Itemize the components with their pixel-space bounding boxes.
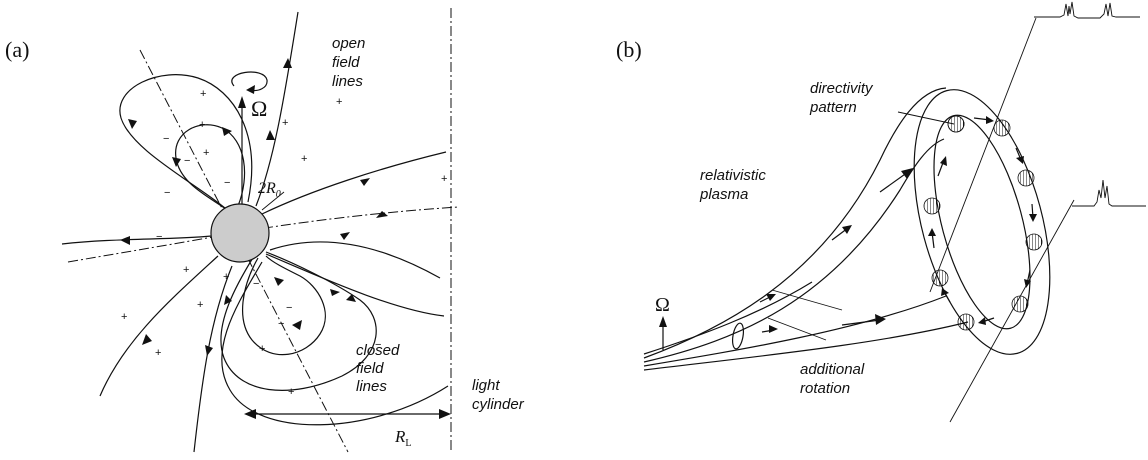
plus-sign: + bbox=[223, 271, 229, 283]
omega-a: Ω bbox=[251, 96, 267, 121]
panel-a: (a) Ω bbox=[5, 8, 525, 453]
directivity-pointer bbox=[897, 111, 955, 125]
lower-inner-loop bbox=[241, 255, 326, 356]
plus-sign: + bbox=[301, 153, 307, 165]
plasma-pointer bbox=[771, 289, 843, 311]
light-cylinder-label: light cylinder bbox=[472, 377, 525, 413]
ring-outer bbox=[913, 89, 1051, 355]
open-line-2 bbox=[261, 151, 447, 215]
minus-sign: − bbox=[286, 302, 292, 314]
directivity-pattern-label: directivity pattern bbox=[809, 80, 877, 116]
open-line-3 bbox=[269, 241, 441, 279]
ring-inner bbox=[933, 114, 1031, 330]
line-of-sight-2 bbox=[949, 199, 1075, 423]
plus-sign: + bbox=[441, 173, 447, 185]
plus-sign: + bbox=[282, 117, 288, 129]
equator-line bbox=[67, 206, 459, 263]
minus-sign: − bbox=[156, 231, 162, 243]
rl-arrow-left bbox=[244, 409, 256, 419]
open-line-5 bbox=[99, 255, 219, 397]
omega-b-arrowhead bbox=[659, 316, 667, 327]
minus-sign: − bbox=[375, 339, 381, 351]
plasma-tube bbox=[643, 87, 969, 371]
plus-sign: + bbox=[183, 264, 189, 276]
outermost-closed-loop bbox=[221, 261, 449, 426]
open-line-7 bbox=[265, 253, 445, 317]
field-arrows-a bbox=[120, 58, 388, 356]
pulse-profile-top bbox=[1034, 1, 1140, 19]
omega-b: Ω bbox=[655, 294, 670, 316]
plus-sign: + bbox=[155, 347, 161, 359]
plus-sign: + bbox=[259, 343, 265, 355]
plus-sign: + bbox=[336, 96, 342, 108]
plus-sign: + bbox=[200, 88, 206, 100]
plus-sign: + bbox=[288, 386, 294, 398]
relativistic-plasma-label: relativistic plasma bbox=[699, 167, 770, 203]
open-line-4 bbox=[61, 235, 213, 245]
upper-outer-loop bbox=[119, 74, 253, 215]
minus-sign: − bbox=[278, 318, 284, 330]
minus-sign: − bbox=[224, 177, 230, 189]
beam-spots bbox=[923, 115, 1043, 331]
line-of-sight-1 bbox=[929, 17, 1037, 293]
panel-b-label: (b) bbox=[616, 37, 642, 62]
magnetic-axis bbox=[139, 49, 349, 453]
radius-marker bbox=[261, 191, 285, 211]
plasma-flow-arrows bbox=[759, 168, 913, 333]
plus-sign: + bbox=[199, 119, 205, 131]
ring-arrows bbox=[928, 116, 1037, 325]
minus-sign: − bbox=[164, 187, 170, 199]
lower-outer-loop bbox=[220, 251, 377, 391]
pulse-profile-bottom bbox=[1072, 179, 1146, 207]
two-r0-label: 2R0 bbox=[258, 180, 281, 200]
rotation-circle-arrowhead bbox=[246, 85, 255, 94]
open-line-1 bbox=[255, 11, 299, 207]
panel-a-label: (a) bbox=[5, 37, 29, 62]
open-line-6 bbox=[193, 265, 233, 453]
minus-sign: − bbox=[163, 133, 169, 145]
closed-field-lines-label: closed field lines bbox=[356, 342, 404, 395]
plus-sign: + bbox=[121, 311, 127, 323]
additional-rotation-label: additional rotation bbox=[800, 361, 868, 397]
upper-inner-loop bbox=[175, 124, 246, 213]
additional-rotation-ellipse bbox=[731, 322, 745, 350]
minus-sign: − bbox=[184, 155, 190, 167]
panel-b: (b) Ω bbox=[616, 1, 1146, 423]
plus-sign: + bbox=[197, 299, 203, 311]
rl-label: RL bbox=[394, 427, 412, 449]
minus-sign: − bbox=[253, 278, 259, 290]
neutron-star bbox=[210, 203, 270, 263]
rotation-pointer bbox=[767, 317, 827, 341]
charge-signs: − + − + − − + + + + + − + + + + − − − + … bbox=[121, 88, 447, 398]
rotation-circle-arrow bbox=[231, 71, 268, 92]
rotation-axis-arrowhead bbox=[238, 96, 246, 108]
rl-arrow-right bbox=[439, 409, 451, 419]
open-field-lines-label: open field lines bbox=[332, 35, 370, 90]
plus-sign: + bbox=[203, 147, 209, 159]
